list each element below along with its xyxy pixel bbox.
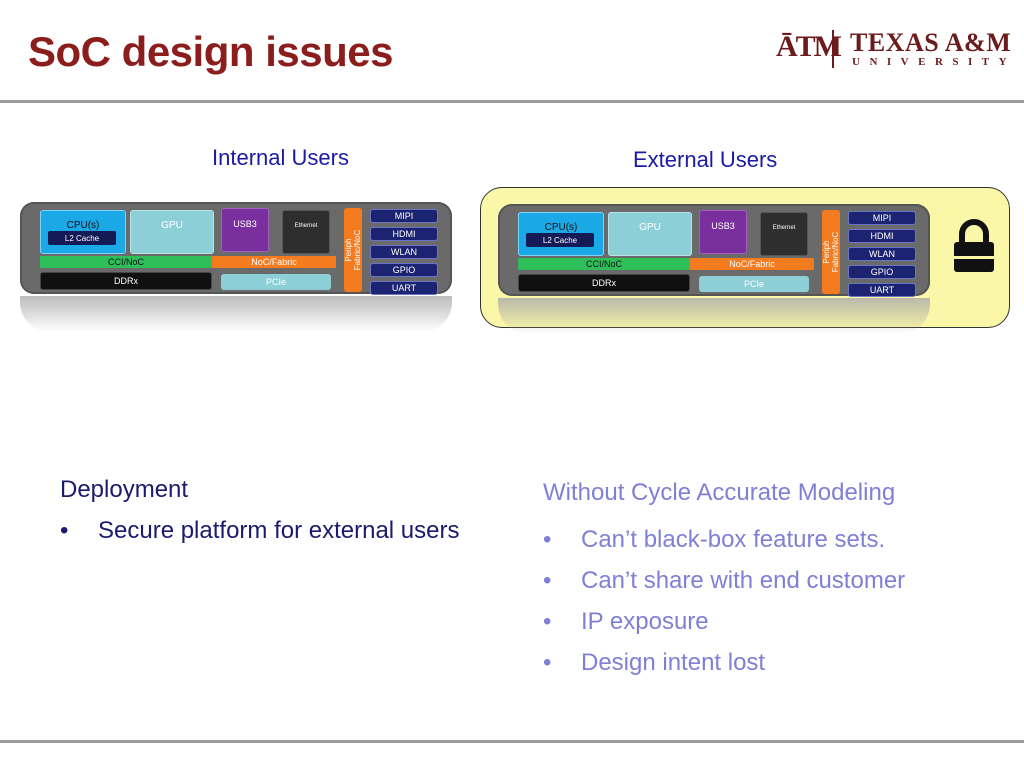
- soc-reflection: [498, 298, 930, 334]
- io-gpio: GPIO: [370, 263, 438, 277]
- io-uart: UART: [848, 283, 916, 297]
- padlock-icon: [954, 219, 994, 272]
- list-item: • Can’t share with end customer: [543, 560, 1013, 601]
- io-wlan: WLAN: [848, 247, 916, 261]
- deployment-heading: Deployment: [60, 476, 189, 503]
- soc-reflection: [20, 296, 452, 332]
- cycle-item-text: IP exposure: [581, 608, 709, 635]
- noc-fabric-block: NoC/Fabric: [690, 258, 814, 270]
- io-hdmi: HDMI: [370, 227, 438, 241]
- footer-rule: [0, 740, 1024, 743]
- soc-diagram-external: CPU(s) L2 Cache GPU USB3 Ethernet CCI/No…: [498, 204, 930, 334]
- periph-fabric-label: Periph Fabric/NoC: [344, 229, 362, 271]
- pcie-block: PCIe: [699, 276, 809, 292]
- slide-title: SoC design issues: [28, 28, 393, 75]
- ddrx-block: DDRx: [518, 274, 690, 292]
- periph-fabric-block: Periph Fabric/NoC: [344, 208, 362, 292]
- list-item: • Secure platform for external users: [60, 514, 480, 547]
- logo-divider: [832, 30, 834, 68]
- bullet-dot: •: [543, 526, 552, 553]
- header-rule: [0, 100, 1024, 103]
- noc-fabric-block: NoC/Fabric: [212, 256, 336, 268]
- pcie-block: PCIe: [221, 274, 331, 290]
- list-item: • IP exposure: [543, 601, 1013, 642]
- cycle-item-text: Can’t share with end customer: [581, 567, 906, 594]
- list-item: • Design intent lost: [543, 642, 1013, 683]
- cci-noc-block: CCI/NoC: [40, 256, 212, 268]
- gpu-block: GPU: [608, 212, 692, 256]
- io-hdmi: HDMI: [848, 229, 916, 243]
- usb3-block: USB3: [221, 208, 269, 252]
- io-mipi: MIPI: [848, 211, 916, 225]
- io-gpio: GPIO: [848, 265, 916, 279]
- cci-noc-block: CCI/NoC: [518, 258, 690, 270]
- cycle-accurate-heading: Without Cycle Accurate Modeling: [543, 479, 896, 506]
- io-mipi: MIPI: [370, 209, 438, 223]
- external-users-heading: External Users: [633, 147, 778, 172]
- l2-cache-block: L2 Cache: [48, 231, 116, 245]
- tamu-logo: ĀTM TEXAS A&M UNIVERSITY: [774, 26, 1024, 72]
- atm-mark: ĀTM: [776, 30, 842, 63]
- bullet-dot: •: [543, 567, 552, 594]
- deployment-item-text: Secure platform for external users: [98, 517, 460, 544]
- internal-users-heading: Internal Users: [212, 145, 349, 170]
- soc-diagram-internal: CPU(s) L2 Cache GPU USB3 Ethernet CCI/No…: [20, 202, 452, 332]
- logo-name: TEXAS A&M: [850, 28, 1012, 57]
- logo-subtitle: UNIVERSITY: [852, 56, 1017, 68]
- cycle-item-text: Design intent lost: [581, 649, 766, 676]
- deployment-list: • Secure platform for external users: [60, 514, 480, 547]
- gpu-block: GPU: [130, 210, 214, 254]
- cycle-accurate-list: • Can’t black-box feature sets. • Can’t …: [543, 519, 1013, 683]
- bullet-dot: •: [60, 517, 69, 544]
- ethernet-block: Ethernet: [282, 210, 330, 254]
- periph-fabric-label: Periph Fabric/NoC: [822, 231, 840, 273]
- bullet-dot: •: [543, 649, 552, 676]
- list-item: • Can’t black-box feature sets.: [543, 519, 1013, 560]
- periph-fabric-block: Periph Fabric/NoC: [822, 210, 840, 294]
- bullet-dot: •: [543, 608, 552, 635]
- io-uart: UART: [370, 281, 438, 295]
- io-wlan: WLAN: [370, 245, 438, 259]
- l2-cache-block: L2 Cache: [526, 233, 594, 247]
- cycle-item-text: Can’t black-box feature sets.: [581, 526, 886, 553]
- ethernet-block: Ethernet: [760, 212, 808, 256]
- ddrx-block: DDRx: [40, 272, 212, 290]
- usb3-block: USB3: [699, 210, 747, 254]
